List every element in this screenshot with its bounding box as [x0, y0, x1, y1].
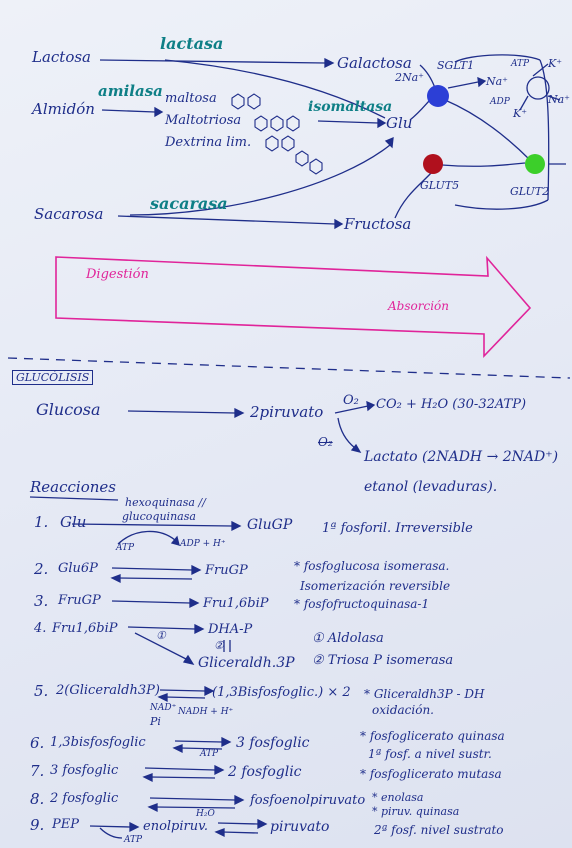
- r1-enzyme-bottom: glucoquinasa: [122, 510, 196, 523]
- r9-substrate: PEP: [52, 817, 79, 832]
- r1-note: 1ª fosforil. Irreversible: [322, 521, 473, 536]
- r7-number: 7.: [30, 762, 45, 780]
- r3-number: 3.: [34, 592, 49, 610]
- r3-note: * fosfofructoquinasa-1: [294, 597, 430, 611]
- oxygen-label: O₂: [343, 393, 359, 408]
- r1-adp: ADP + H⁺: [180, 539, 226, 549]
- pump-adp-label: ADP: [490, 97, 510, 107]
- r8-number: 8.: [30, 790, 45, 808]
- aerobic-products: CO₂ + H₂O (30-32ATP): [376, 397, 527, 412]
- r4-product2: Gliceraldh.3P: [198, 655, 295, 671]
- r6-note1: * fosfoglicerato quinasa: [360, 729, 505, 743]
- pump-atp-label: ATP: [511, 59, 530, 69]
- r2-number: 2.: [34, 560, 49, 578]
- amilasa-enzyme-label: amilasa: [98, 82, 163, 100]
- r5-nadh: NADH + H⁺: [178, 707, 234, 717]
- r5-pi: Pi: [150, 715, 161, 728]
- r4-note2: ② Triosa P isomerasa: [312, 653, 454, 668]
- r5-note2: oxidación.: [372, 703, 434, 717]
- maltotriosa-label: Maltotriosa: [165, 113, 242, 128]
- r7-product: 2 fosfoglic: [228, 764, 302, 780]
- r5-note1: * Gliceraldh3P - DH: [364, 687, 485, 701]
- glu-label: Glu: [386, 114, 413, 132]
- sglt1-label: SGLT1: [437, 59, 475, 72]
- r3-product: Fru1,6biP: [203, 596, 269, 611]
- r8-product: fosfoenolpiruvato: [250, 793, 366, 808]
- r6-product: 3 fosfoglic: [236, 735, 310, 751]
- glut5-label: GLUT5: [420, 179, 460, 192]
- reacciones-title: Reacciones: [30, 478, 116, 496]
- r4-note1: ① Aldolasa: [312, 631, 384, 646]
- lactosa-label: Lactosa: [32, 48, 92, 66]
- r8-note2: * piruv. quinasa: [372, 805, 460, 818]
- r2-note1: * fosfoglucosa isomerasa.: [294, 559, 450, 573]
- sodium-2-label: 2Na⁺: [395, 71, 424, 84]
- r2-substrate: Glu6P: [58, 561, 98, 576]
- r2-product: FruGP: [205, 563, 248, 578]
- r9-note: 2ª fosf. nivel sustrato: [374, 823, 504, 837]
- sodium-right-label: Na⁺: [548, 93, 570, 106]
- sglt1-transporter-icon: [427, 85, 449, 107]
- galactosa-label: Galactosa: [337, 54, 412, 72]
- glucolisis-title: GLUCÓLISIS: [12, 370, 94, 385]
- digestion-absorption-arrow-icon: [55, 255, 532, 358]
- r6-number: 6.: [30, 734, 45, 752]
- r4-circle2: ②: [214, 639, 224, 652]
- r5-substrate: 2(Gliceraldh3P): [56, 683, 160, 698]
- r4-number: 4.: [34, 621, 47, 636]
- r6-substrate: 1,3bisfosfoglic: [50, 735, 146, 750]
- lactasa-enzyme-label: lactasa: [160, 34, 224, 53]
- glut2-transporter-icon: [525, 154, 545, 174]
- dextrina-label: Dextrina lim.: [165, 135, 252, 150]
- r8-note1: * enolasa: [372, 791, 424, 804]
- etanol-label: etanol (levaduras).: [364, 479, 498, 495]
- r9-atp: ATP: [124, 835, 143, 845]
- potassium-bottom-label: K⁺: [513, 107, 528, 120]
- r5-number: 5.: [34, 682, 49, 700]
- r8-water: H₂O: [196, 809, 215, 819]
- fructosa-label: Fructosa: [344, 215, 412, 233]
- absorcion-label: Absorción: [388, 299, 449, 313]
- r9-number: 9.: [30, 816, 45, 834]
- r3-substrate: FruGP: [58, 593, 101, 608]
- r9-product: piruvato: [270, 819, 330, 835]
- r6-note2: 1ª fosf. a nivel sustr.: [368, 747, 492, 761]
- r8-substrate: 2 fosfoglic: [50, 791, 119, 806]
- r1-substrate: Glu: [60, 513, 87, 531]
- maltosa-label: maltosa: [165, 91, 217, 106]
- lactato-label: Lactato (2NADH → 2NAD⁺): [364, 449, 559, 465]
- sacarosa-label: Sacarosa: [34, 205, 104, 223]
- r1-product: GluGP: [247, 517, 293, 533]
- glut5-transporter-icon: [423, 154, 443, 174]
- r5-nad: NAD⁺: [150, 703, 177, 713]
- r7-note: * fosfoglicerato mutasa: [360, 767, 502, 781]
- almidon-label: Almidón: [32, 100, 95, 118]
- sacarasa-enzyme-label: sacarasa: [150, 194, 228, 213]
- potassium-top-label: K⁺: [548, 57, 563, 70]
- sodium-out-label: Na⁺: [486, 75, 508, 88]
- piruvato-label: 2piruvato: [250, 403, 324, 421]
- r5-product: (1,3Bisfosfoglic.) × 2: [212, 685, 351, 700]
- r9-intermediate: enolpiruv.: [143, 819, 209, 834]
- glut2-label: GLUT2: [510, 185, 550, 198]
- r2-note2: Isomerización reversible: [300, 579, 451, 593]
- r1-enzyme-top: hexoquinasa //: [125, 496, 206, 509]
- r1-atp: ATP: [116, 543, 135, 553]
- glucosa-label: Glucosa: [36, 400, 101, 419]
- r1-number: 1.: [34, 513, 49, 531]
- r7-substrate: 3 fosfoglic: [50, 763, 119, 778]
- isomaltasa-enzyme-label: isomaltasa: [308, 99, 393, 115]
- no-oxygen-label: O₂: [318, 435, 333, 449]
- digestion-label: Digestión: [86, 267, 149, 282]
- r4-substrate: Fru1,6biP: [52, 621, 118, 636]
- r4-circle1: ①: [156, 629, 166, 642]
- r6-atp: ATP: [200, 749, 219, 759]
- r4-product1: DHA-P: [208, 622, 253, 637]
